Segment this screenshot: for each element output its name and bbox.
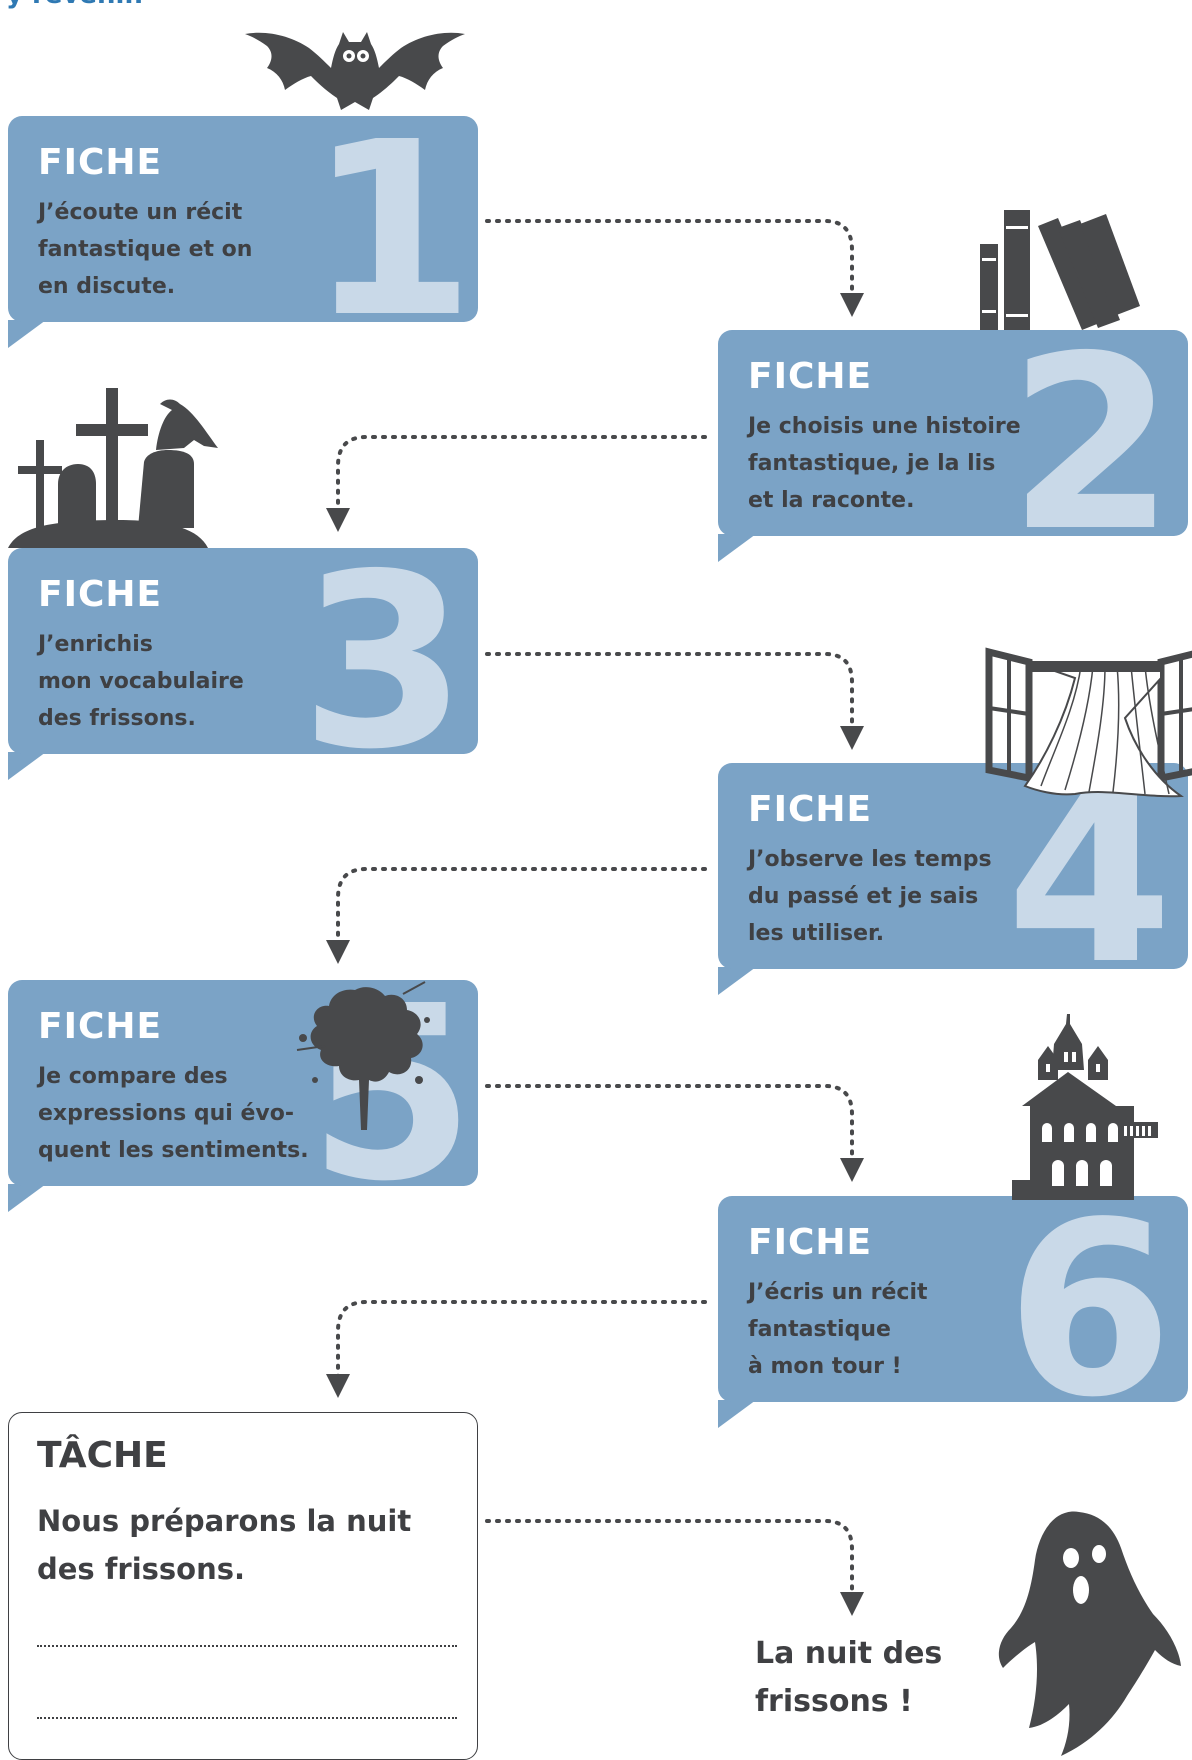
fiche-card-body: 5 FICHE Je compare des expressions qui é… (8, 980, 478, 1186)
fiche-description: J’observe les temps du passé et je sais … (748, 847, 992, 946)
fiche-title: FICHE (748, 356, 873, 397)
connector-1-2 (485, 219, 864, 317)
fiche-number: 6 (1006, 1196, 1173, 1402)
haunted-house-icon (1012, 1014, 1158, 1200)
fiche-description: Je choisis une histoire fantastique, je … (748, 414, 1021, 513)
fiche-title: FICHE (748, 1222, 873, 1263)
speech-tail (8, 752, 46, 780)
fiche-number: 1 (308, 116, 475, 322)
window-curtain-icon (985, 647, 1192, 798)
fiche-number: 4 (1006, 763, 1173, 969)
speech-tail (718, 1400, 756, 1428)
connector-4-5 (326, 867, 707, 964)
fiche-card-body: 4 FICHE J’observe les temps du passé et … (718, 763, 1188, 969)
answer-line-2[interactable] (37, 1717, 457, 1719)
final-label: La nuit des frissons ! (755, 1636, 943, 1719)
fiche-title: FICHE (38, 574, 163, 615)
ghost-icon (998, 1511, 1181, 1756)
fiche-number: 3 (300, 548, 467, 754)
speech-tail (8, 320, 46, 348)
fiche-card-body: 2 FICHE Je choisis une histoire fantasti… (718, 330, 1188, 536)
fiche-card-5: 5 FICHE Je compare des expressions qui é… (8, 980, 478, 1212)
fiche-card-2: 2 FICHE Je choisis une histoire fantasti… (718, 330, 1188, 562)
fiche-description: J’écoute un récit fantastique et on en d… (38, 200, 253, 299)
books-icon (980, 210, 1140, 330)
speech-tail (718, 534, 756, 562)
connector-5-6 (485, 1084, 864, 1182)
fiche-description: J’enrichis mon vocabulaire des frissons. (38, 632, 244, 731)
connector-2-3 (326, 435, 707, 532)
fiche-card-6: 6 FICHE J’écris un récit fantastique à m… (718, 1196, 1188, 1428)
page-heading-fragment: y revenir. (6, 0, 143, 10)
task-title: TÂCHE (37, 1435, 168, 1476)
fiche-card-1: 1 FICHE J’écoute un récit fantastique et… (8, 116, 478, 348)
speech-tail (718, 967, 756, 995)
fiche-card-3: 3 FICHE J’enrichis mon vocabulaire des f… (8, 548, 478, 780)
speech-tail (8, 1184, 46, 1212)
connector-6-task (326, 1300, 707, 1398)
fiche-description: Je compare des expressions qui évo- quen… (38, 1064, 309, 1163)
fiche-title: FICHE (38, 142, 163, 183)
fiche-number: 2 (1008, 330, 1175, 536)
ink-splash-icon (296, 981, 430, 1130)
fiche-title: FICHE (748, 789, 873, 830)
fiche-card-body: 6 FICHE J’écris un récit fantastique à m… (718, 1196, 1188, 1402)
fiche-card-body: 3 FICHE J’enrichis mon vocabulaire des f… (8, 548, 478, 754)
task-box: TÂCHE Nous préparons la nuit des frisson… (8, 1412, 478, 1760)
answer-line-1[interactable] (37, 1645, 457, 1647)
fiche-card-body: 1 FICHE J’écoute un récit fantastique et… (8, 116, 478, 322)
fiche-card-4: 4 FICHE J’observe les temps du passé et … (718, 763, 1188, 995)
graveyard-crow-icon (8, 388, 218, 548)
connector-3-4 (485, 652, 864, 750)
fiche-title: FICHE (38, 1006, 163, 1047)
bat-icon (245, 32, 465, 110)
fiche-description: J’écris un récit fantastique à mon tour … (748, 1280, 928, 1379)
task-description: Nous préparons la nuit des frissons. (37, 1504, 412, 1586)
connector-task-final (485, 1519, 864, 1616)
